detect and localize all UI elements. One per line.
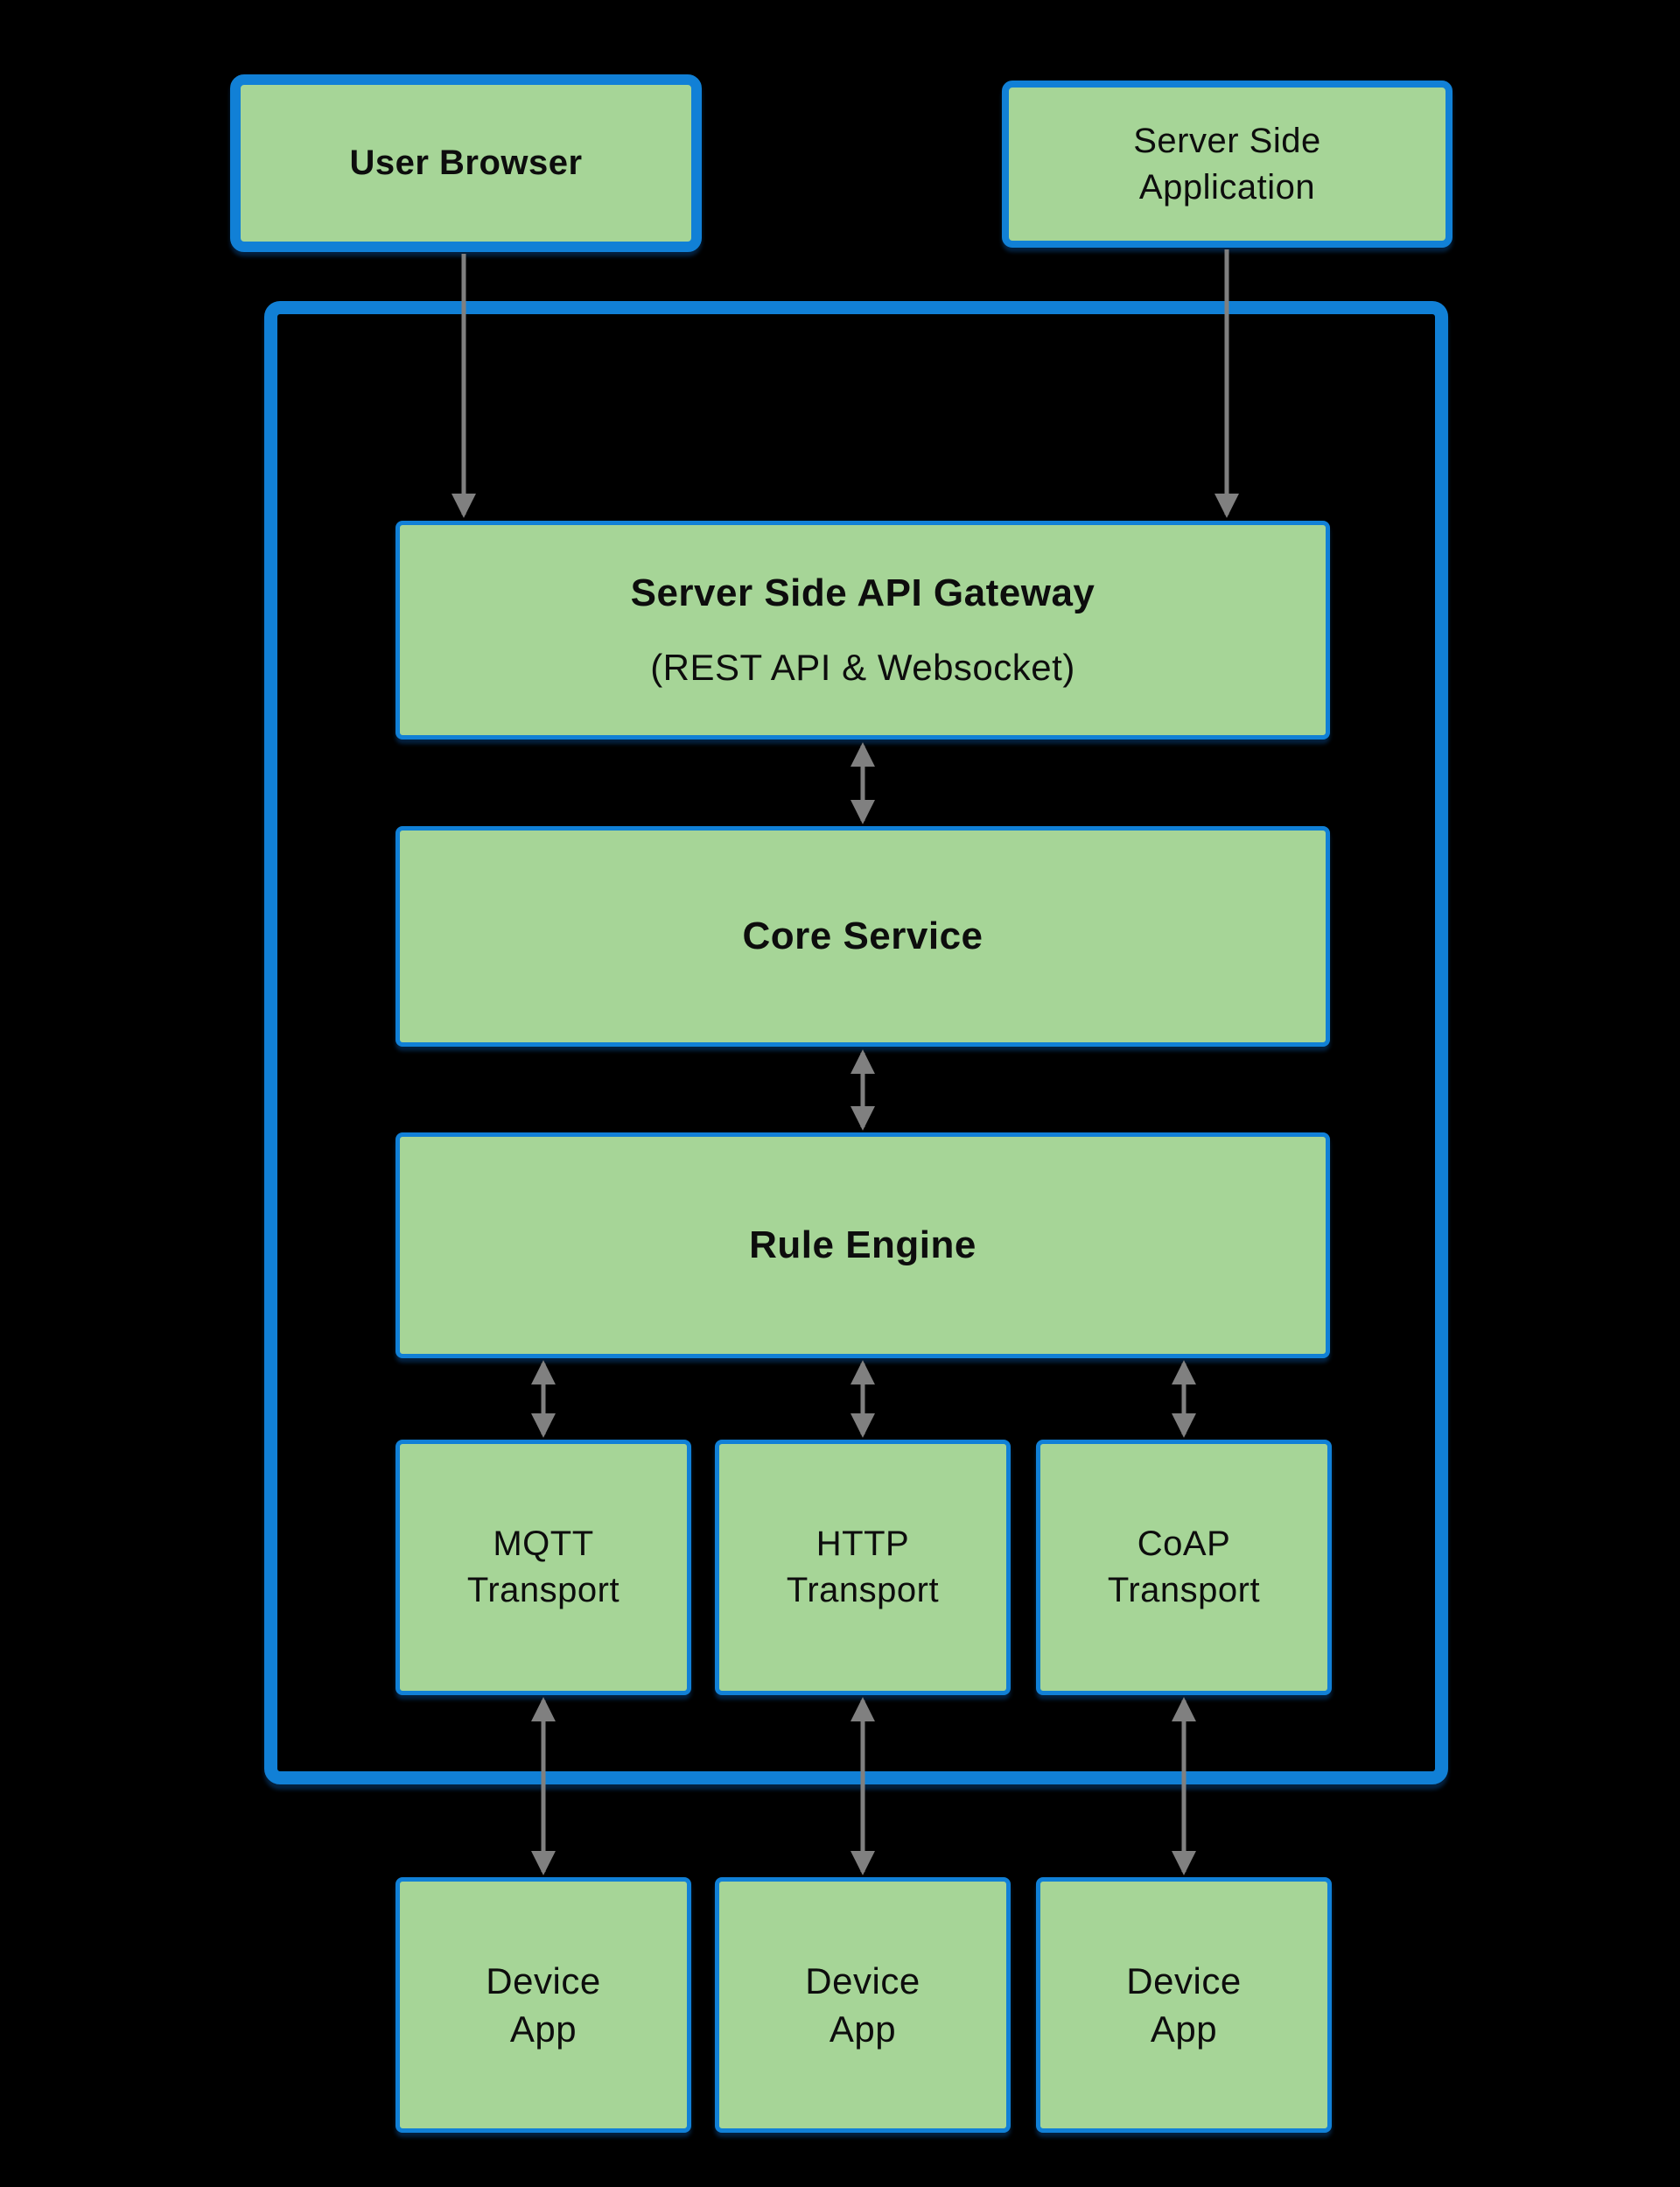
http-transport-label: HTTP Transport <box>786 1525 940 1609</box>
api-gateway-title: Server Side API Gateway <box>630 571 1096 615</box>
node-api-gateway: Server Side API Gateway (REST API & Webs… <box>396 521 1330 740</box>
rule-engine-label: Rule Engine <box>749 1223 976 1266</box>
node-device-app-2: Device App <box>715 1877 1011 2133</box>
node-http-transport: HTTP Transport <box>715 1440 1011 1695</box>
node-core-service: Core Service <box>396 826 1330 1047</box>
node-coap-transport: CoAP Transport <box>1036 1440 1332 1695</box>
server-side-application-label: Server Side Application <box>1133 121 1321 207</box>
api-gateway-subtitle: (REST API & Websocket) <box>650 647 1075 689</box>
mqtt-transport-label: MQTT Transport <box>466 1525 620 1609</box>
node-user-browser: User Browser <box>230 74 702 252</box>
core-service-label: Core Service <box>742 914 984 957</box>
node-mqtt-transport: MQTT Transport <box>396 1440 691 1695</box>
device-app-3-label: Device App <box>1126 1959 1242 2050</box>
device-app-2-label: Device App <box>805 1959 920 2050</box>
node-device-app-3: Device App <box>1036 1877 1332 2133</box>
node-device-app-1: Device App <box>396 1877 691 2133</box>
platform-container-frame <box>264 301 1448 1784</box>
device-app-1-label: Device App <box>486 1959 601 2050</box>
node-server-side-application: Server Side Application <box>1002 81 1452 248</box>
user-browser-label: User Browser <box>349 144 583 183</box>
node-rule-engine: Rule Engine <box>396 1132 1330 1358</box>
coap-transport-label: CoAP Transport <box>1107 1525 1261 1609</box>
